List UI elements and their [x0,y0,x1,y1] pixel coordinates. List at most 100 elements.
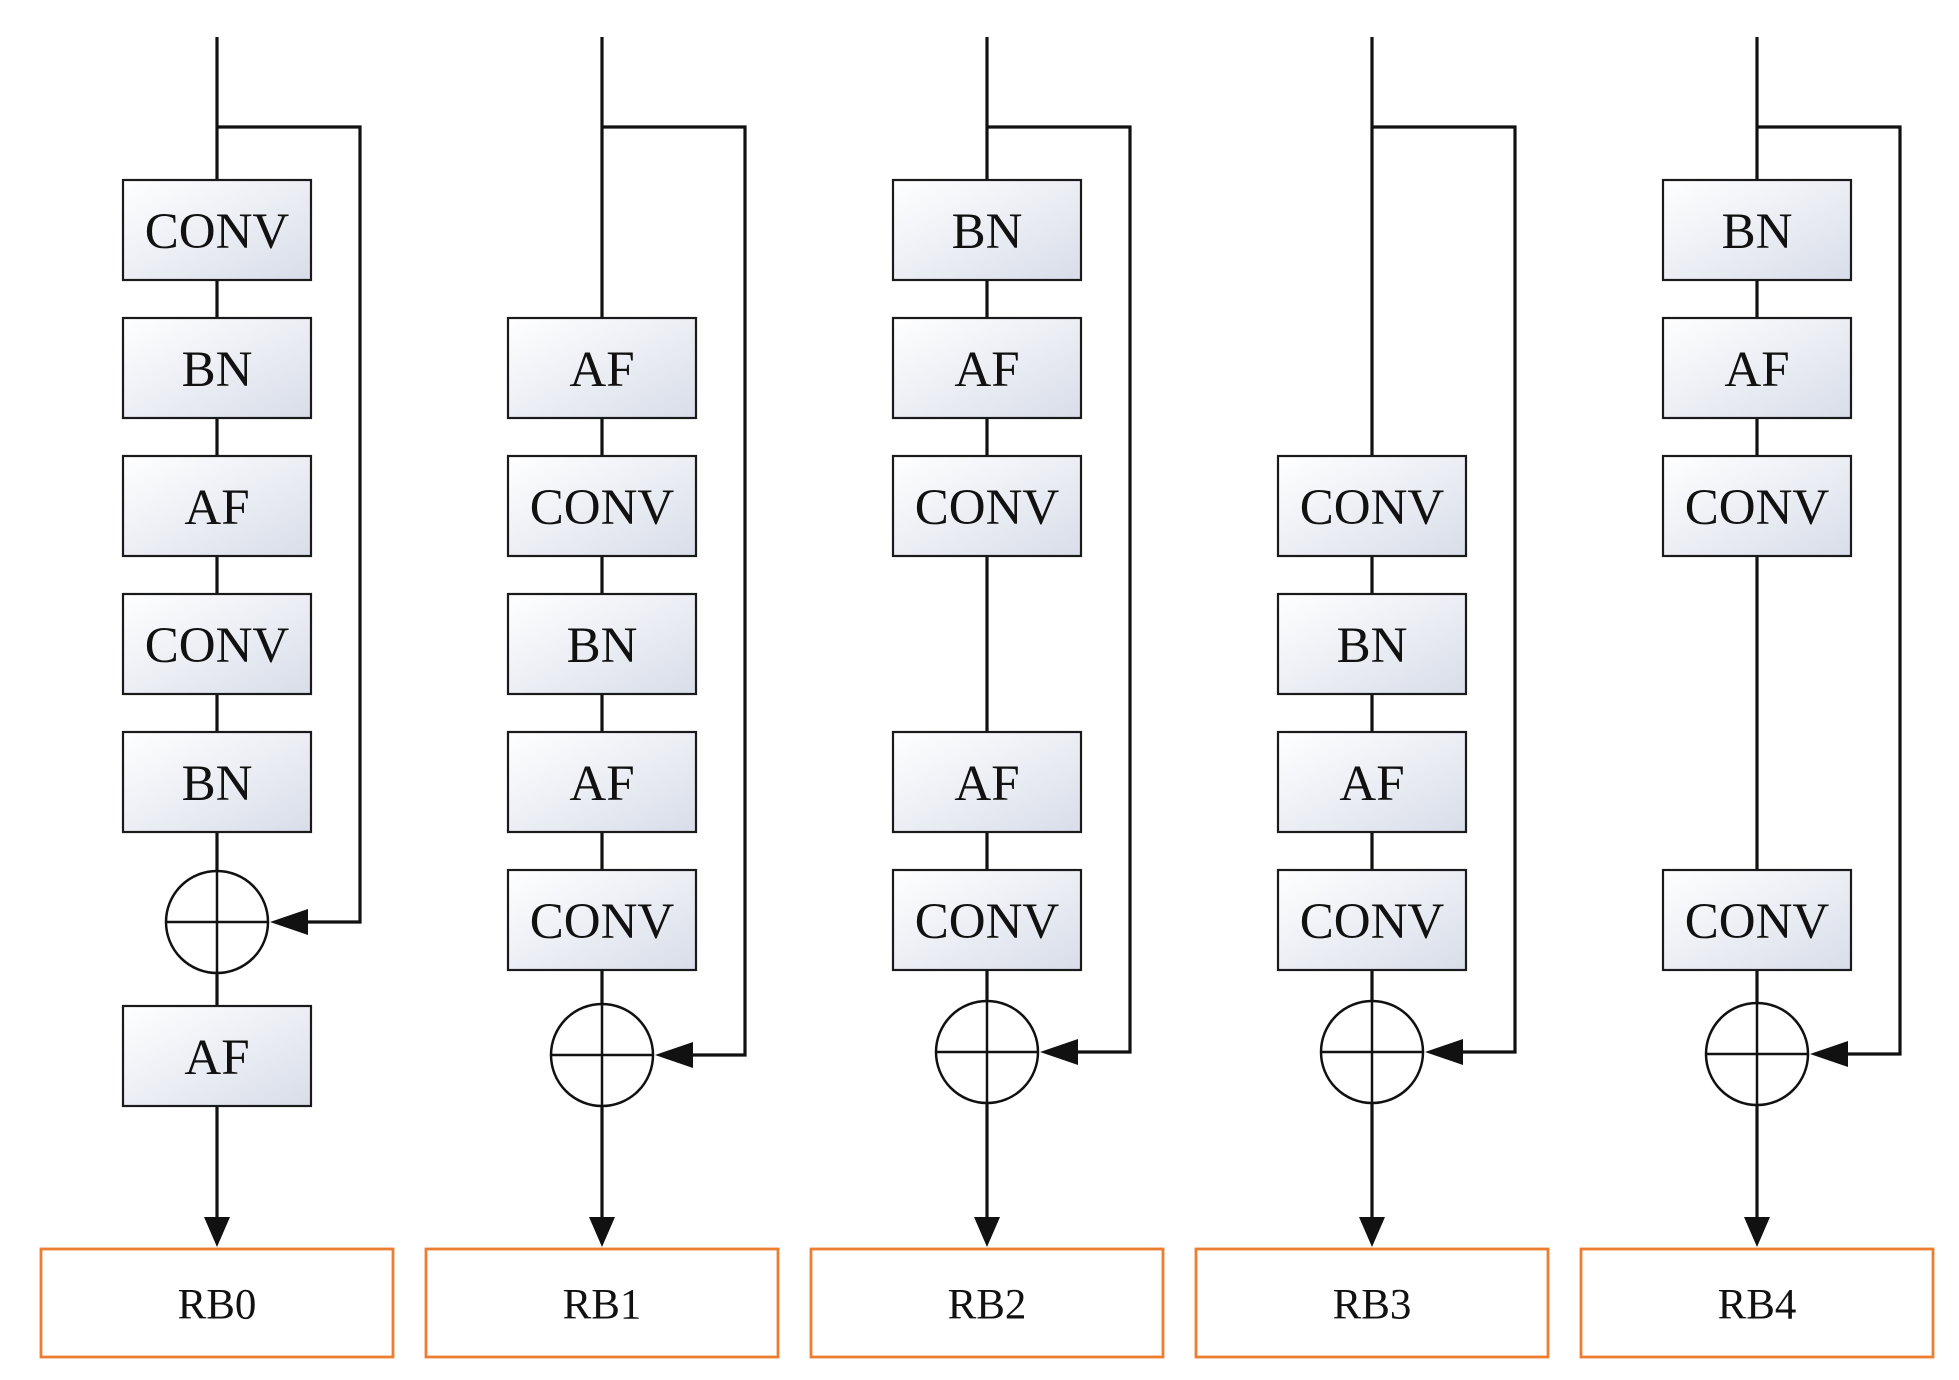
rb4-block-box [1661,178,1853,282]
rb4-adder-icon [1704,1001,1810,1107]
rb1-skip-arrowhead [655,1042,693,1068]
rb4-block-label: BN [1722,204,1793,260]
rb0-output-frame [39,1247,395,1359]
rb0-block-box [121,454,313,558]
rb3-adder-icon [1319,999,1425,1105]
rb2-block-bn: BN [891,178,1083,282]
rb4-output-box: RB4 [1579,1247,1935,1359]
rb3-block-label: CONV [1300,894,1445,950]
rb2-block-af: AF [891,316,1083,420]
rb0-block-bn: BN [121,316,313,420]
rb2-block-label: AF [954,756,1019,812]
rb2-block-box [891,868,1083,972]
rb3-output-label: RB3 [1333,1282,1412,1329]
rb2-adder-icon [934,999,1040,1105]
rb4-block-label: AF [1724,342,1789,398]
rb0-block-label: CONV [145,204,290,260]
rb3-output-arrowhead [1359,1217,1385,1247]
rb0-block-conv: CONV [121,592,313,696]
rb4-block-label: CONV [1685,480,1830,536]
rb1-output-arrowhead [589,1217,615,1247]
rb1-block-label: CONV [530,894,675,950]
rb3-block-box [1276,868,1468,972]
rb0-skip-arrowhead [270,909,308,935]
rb4-block-label: CONV [1685,894,1830,950]
rb1-block-bn: BN [506,592,698,696]
rb2-output-box: RB2 [809,1247,1165,1359]
rb3-block-label: AF [1339,756,1404,812]
rb2-block-box [891,730,1083,834]
rb3-block-label: BN [1337,618,1408,674]
rb3-block-af: AF [1276,730,1468,834]
rb1-output-frame [424,1247,780,1359]
rb4-skip-arrowhead [1810,1041,1848,1067]
rb1-block-conv: CONV [506,454,698,558]
rb1-output-box: RB1 [424,1247,780,1359]
rb3-block-bn: BN [1276,592,1468,696]
rb3-skip-connection [1372,125,1517,1054]
rb0-output-arrowhead [204,1217,230,1247]
rb2-block-label: CONV [915,894,1060,950]
rb0-post-block-af: AF [121,1004,313,1108]
rb0-output-box: RB0 [39,1247,395,1359]
rb0-block-box [121,730,313,834]
rb0-post-block-label: AF [184,1030,249,1086]
rb4-block-conv: CONV [1661,454,1853,558]
rb1-output-label: RB1 [563,1282,642,1329]
rb1-block-box [506,454,698,558]
rb1-block-af: AF [506,316,698,420]
rb0-block-af: AF [121,454,313,558]
rb3-block-label: CONV [1300,480,1445,536]
rb1-block-box [506,868,698,972]
rb2-skip-connection [987,125,1132,1054]
rb4-output-arrowhead [1744,1217,1770,1247]
rb2-skip-arrowhead [1040,1039,1078,1065]
rb1-skip-connection [602,125,747,1057]
rb3-block-box [1276,454,1468,558]
rb1-block-label: AF [569,342,634,398]
rb1-block-label: BN [567,618,638,674]
rb3-block-box [1276,592,1468,696]
rb0-block-conv: CONV [121,178,313,282]
rb3-block-conv: CONV [1276,868,1468,972]
rb1-block-conv: CONV [506,868,698,972]
rb0-adder-icon [164,869,270,975]
rb0-output-label: RB0 [178,1282,257,1329]
rb0-post-block-box [121,1004,313,1108]
rb1-block-box [506,592,698,696]
rb2-block-box [891,454,1083,558]
rb2-block-conv: CONV [891,868,1083,972]
rb2-block-af: AF [891,730,1083,834]
rb3-output-box: RB3 [1194,1247,1550,1359]
rb4-block-conv: CONV [1661,868,1853,972]
rb0-block-label: BN [182,342,253,398]
output-labels: RB0 RB1 RB2 RB3 RB4 [39,1247,1935,1359]
rb3-output-frame [1194,1247,1550,1359]
rb2-output-frame [809,1247,1165,1359]
rb1-adder-icon [549,1002,655,1108]
rb4-block-box [1661,316,1853,420]
rb2-output-arrowhead [974,1217,1000,1247]
rb1-block-af: AF [506,730,698,834]
rb0-block-label: BN [182,756,253,812]
rb1-block-label: AF [569,756,634,812]
rb4-block-box [1661,868,1853,972]
rb4-output-frame [1579,1247,1935,1359]
rb3-skip-arrowhead [1425,1039,1463,1065]
rb1-block-label: CONV [530,480,675,536]
rb4-skip-connection [1757,125,1902,1056]
rb0-block-bn: BN [121,730,313,834]
rb0-block-box [121,592,313,696]
rb2-block-label: BN [952,204,1023,260]
rb0-block-label: AF [184,480,249,536]
rb0-block-label: CONV [145,618,290,674]
rb0-block-box [121,316,313,420]
rb0-block-box [121,178,313,282]
rb2-block-label: AF [954,342,1019,398]
rb1-block-box [506,316,698,420]
rb4-block-box [1661,454,1853,558]
rb2-output-label: RB2 [948,1282,1027,1329]
rb0-skip-connection [217,125,362,924]
rb2-block-label: CONV [915,480,1060,536]
